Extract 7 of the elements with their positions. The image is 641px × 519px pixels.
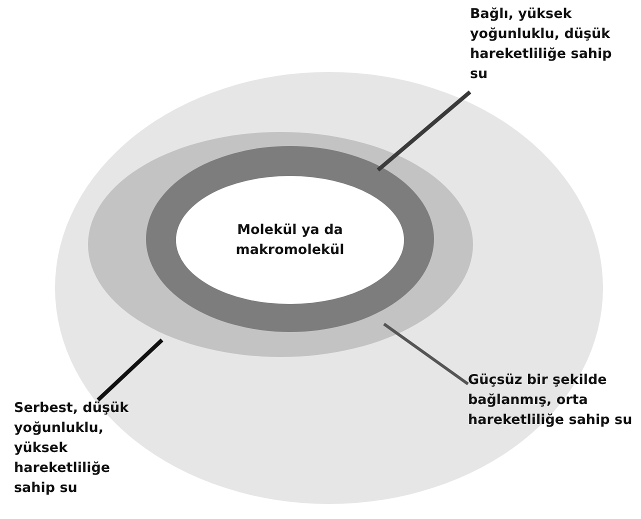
leader-line bbox=[96, 338, 164, 402]
center-label: Molekül ya da makromolekül bbox=[234, 221, 346, 260]
callout-text: Serbest, düşük yoğunluklu, yüksek hareketliliğe sahip su bbox=[14, 398, 134, 502]
leader-line bbox=[383, 322, 469, 386]
callout-text: Güçsüz bir şekilde bağlanmış, orta hareketliliğe sahip su bbox=[468, 370, 640, 434]
leader-line bbox=[376, 90, 472, 172]
callout-text: Bağlı, yüksek yoğunluklu, düşük hareketliliğe sahip su bbox=[470, 4, 620, 122]
